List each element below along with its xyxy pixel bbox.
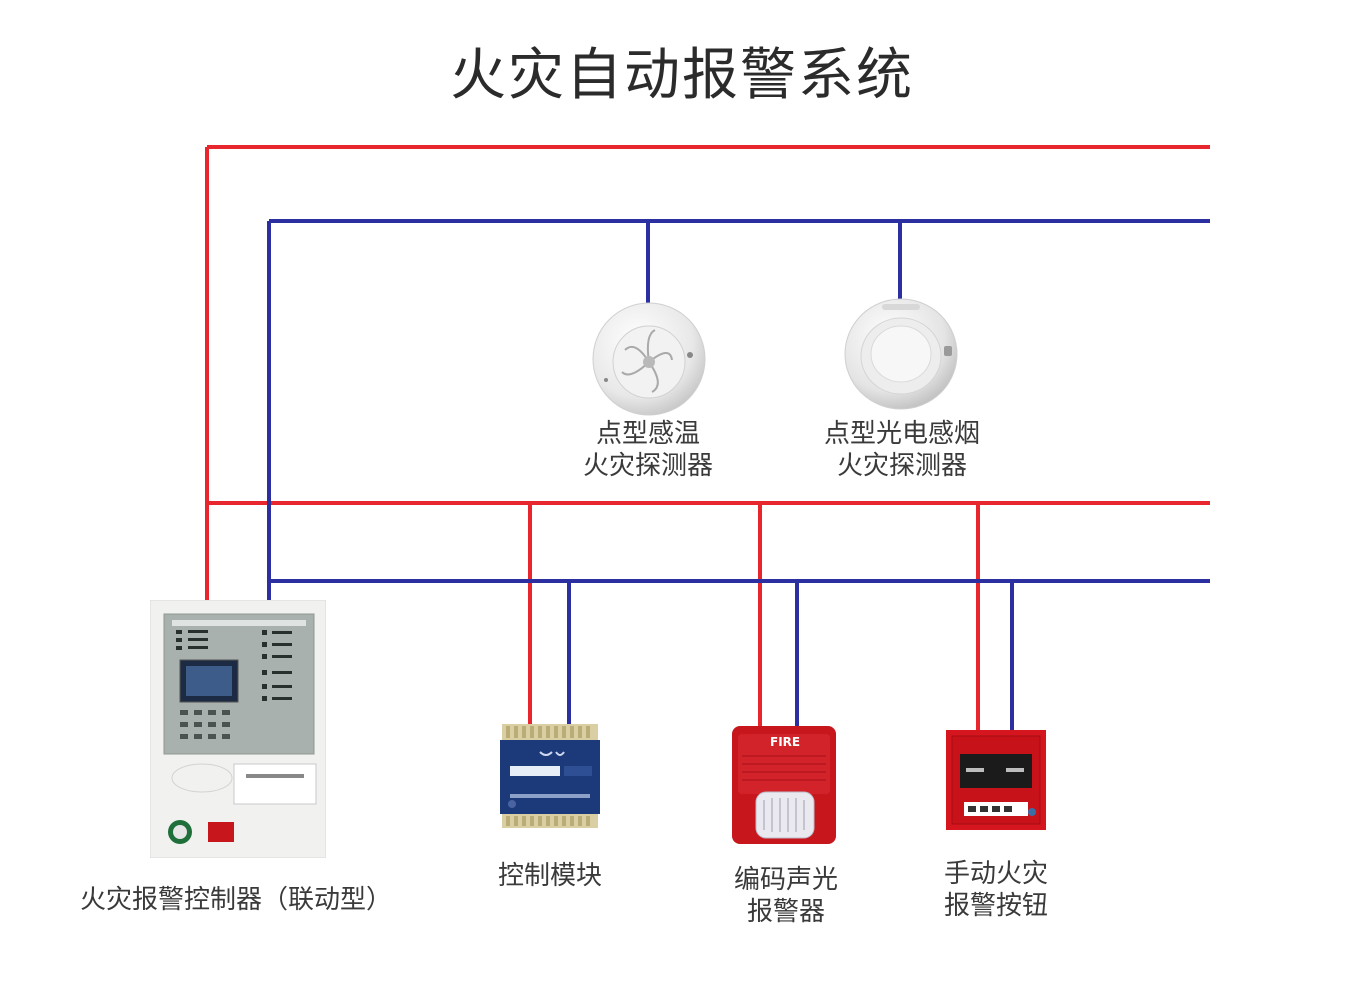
manual-call-point-icon [946,730,1046,830]
heat-detector-label-line-2: 火灾探测器 [582,451,713,481]
fire-alarm-controller-icon [150,600,326,858]
controller-label-line-1: 火灾报警控制器（联动型） [79,885,392,915]
control-module-label: 控制模块 [460,860,640,892]
control-module-label-line-1: 控制模块 [497,861,602,891]
sounder-strobe-icon: FIRE [732,726,836,844]
sounder-strobe-label: 编码声光 报警器 [696,864,876,928]
smoke-detector-icon [844,298,958,410]
manual-call-point-label: 手动火灾 报警按钮 [906,858,1086,922]
sounder-fire-text: FIRE [770,735,800,749]
smoke-detector-label: 点型光电感烟 火灾探测器 [790,418,1014,482]
heat-detector-label: 点型感温 火灾探测器 [548,418,748,482]
heat-detector-label-line-1: 点型感温 [595,419,700,449]
heat-detector-icon [592,302,706,416]
controller-label: 火灾报警控制器（联动型） [60,884,412,916]
manual-call-point-label-line-1: 手动火灾 [943,859,1048,889]
sounder-strobe-label-line-1: 编码声光 [733,865,838,895]
smoke-detector-label-line-1: 点型光电感烟 [823,419,980,449]
smoke-detector-label-line-2: 火灾探测器 [836,451,967,481]
control-module-icon [500,724,600,828]
manual-call-point-label-line-2: 报警按钮 [943,891,1048,921]
sounder-strobe-label-line-2: 报警器 [746,897,825,927]
diagram-title: 火灾自动报警系统 [450,43,914,108]
